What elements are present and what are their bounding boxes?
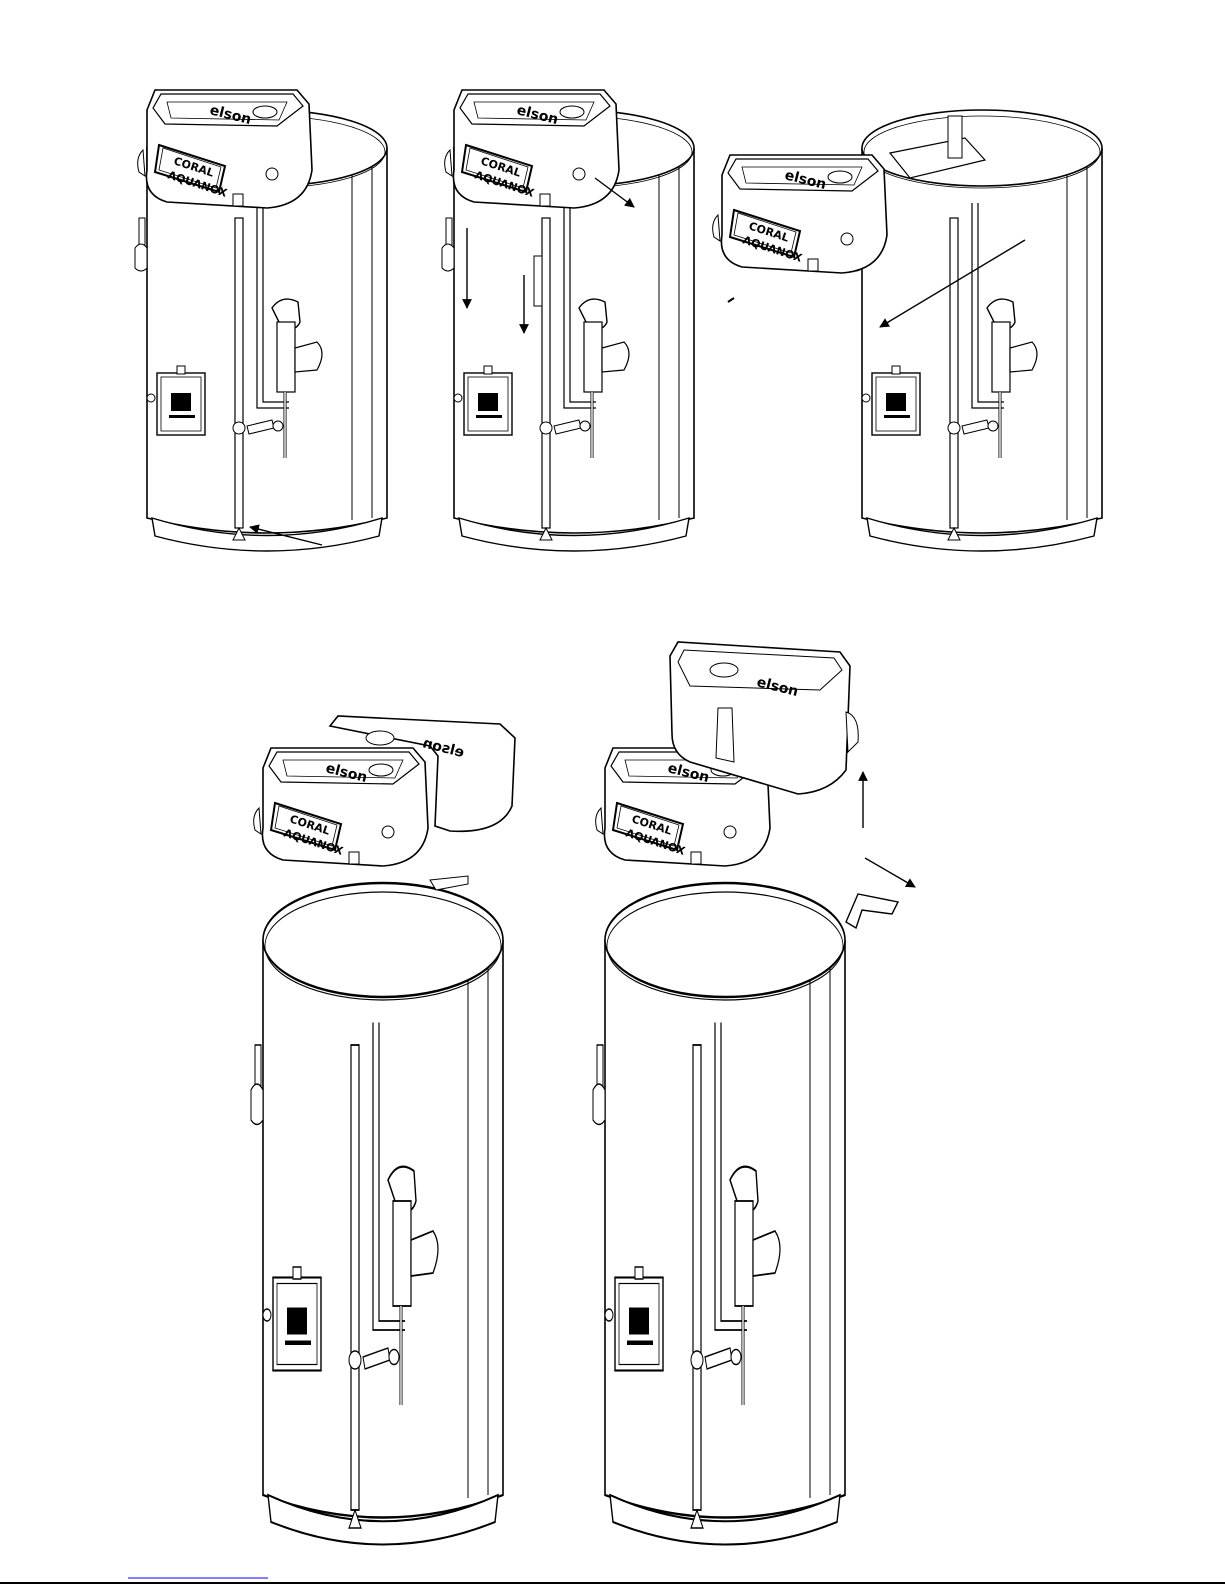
- removed-pipe-segment: [534, 256, 542, 306]
- detached-cover-3: elson CORAL AQUANOX: [713, 155, 887, 273]
- water-heater-4: [251, 883, 503, 1545]
- small-screw: [728, 298, 734, 302]
- control-cover-2: elson CORAL AQUANOX: [445, 90, 619, 208]
- control-cover-1: elson CORAL AQUANOX: [138, 90, 312, 208]
- kit-pipe-connection-4: [430, 876, 468, 890]
- figure-5: [593, 883, 845, 1545]
- water-heater-3: [850, 110, 1102, 551]
- figure-1: elson CORAL AQUANOX: [135, 90, 387, 551]
- water-heater-5: [593, 883, 845, 1545]
- figure-3: [850, 110, 1102, 551]
- top-outlet-pipe: [948, 116, 962, 158]
- arrow-remove-elbow: [865, 858, 915, 887]
- figure-4: [251, 883, 503, 1545]
- figure-2: elson CORAL AQUANOX: [442, 90, 694, 551]
- elbow-pipe-fitting: [846, 894, 898, 928]
- control-cover-4: elson CORAL AQUANOX: [254, 748, 428, 866]
